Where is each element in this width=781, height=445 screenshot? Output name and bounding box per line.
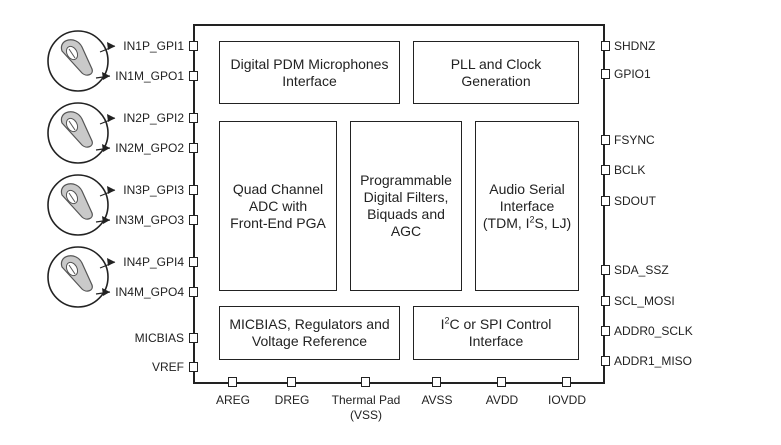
asi-line-3-a: (TDM, I — [482, 214, 530, 231]
left-pin-in2m-gpo2-label: IN2M_GPO2 — [115, 141, 184, 155]
bottom-pin-thermal-pad-vss-box — [361, 377, 370, 387]
left-pin-in1p-gpi1-box — [189, 41, 198, 51]
block-digital-filters: Programmable Digital Filters, Biquads an… — [350, 121, 462, 291]
microphone-4-arrow-m — [95, 288, 111, 296]
left-pin-in3p-gpi3-box — [189, 185, 198, 195]
left-pin-in1m-gpo1-box — [189, 71, 198, 81]
asi-line-2: Interface — [499, 197, 555, 214]
bottom-pin-dreg-label: DREG — [274, 393, 310, 407]
i2c-line-1-a: I — [440, 316, 445, 332]
left-pin-micbias-label: MICBIAS — [134, 331, 184, 345]
i2c-line-1-sup: 2 — [444, 315, 450, 326]
left-pin-in1p-gpi1-label: IN1P_GPI1 — [123, 39, 184, 53]
i2c-text: I2C or SPI Control Interface — [441, 316, 552, 350]
right-pin-sdout-label: SDOUT — [614, 194, 656, 208]
microphone-1-arrow-m — [95, 72, 111, 80]
left-pin-in2p-gpi2-label: IN2P_GPI2 — [123, 111, 184, 125]
right-pin-addr0-sclk-label: ADDR0_SCLK — [614, 324, 693, 338]
block-pdm-interface: Digital PDM Microphones Interface — [219, 41, 400, 104]
left-pin-in2p-gpi2-box — [189, 113, 198, 123]
bottom-pin-avss-box — [432, 377, 441, 387]
left-pin-in2m-gpo2-box — [189, 143, 198, 153]
microphone-1-icon — [47, 30, 109, 92]
microphone-3-arrow-p — [99, 186, 116, 197]
block-adc: Quad Channel ADC with Front-End PGA — [219, 121, 337, 291]
right-pin-shdnz-box — [601, 41, 610, 51]
right-pin-sda-ssz-label: SDA_SSZ — [614, 263, 669, 277]
left-pin-in4m-gpo4-label: IN4M_GPO4 — [115, 285, 184, 299]
right-pin-fsync-label: FSYNC — [614, 133, 655, 147]
microphone-1-arrow-p — [99, 42, 116, 53]
right-pin-sdout-box — [601, 196, 610, 206]
left-pin-micbias-box — [189, 333, 198, 343]
left-pin-in4p-gpi4-box — [189, 257, 198, 267]
microphone-2-arrow-p — [99, 114, 116, 125]
left-pin-in3p-gpi3-label: IN3P_GPI3 — [123, 183, 184, 197]
right-pin-bclk-box — [601, 165, 610, 175]
left-pin-in3m-gpo3-box — [189, 215, 198, 225]
bottom-pin-iovdd-label: IOVDD — [547, 393, 586, 407]
bottom-pin-thermal-pad-vss-label: Thermal Pad (VSS) — [331, 393, 401, 422]
right-pin-fsync-box — [601, 135, 610, 145]
right-pin-gpio1-box — [601, 69, 610, 79]
right-pin-scl-mosi-label: SCL_MOSI — [614, 294, 675, 308]
microphone-2-icon — [47, 102, 109, 164]
bottom-pin-areg-box — [228, 377, 237, 387]
microphone-3-icon — [47, 174, 109, 236]
microphone-3-arrow-m — [95, 216, 111, 224]
microphone-4-arrow-p — [99, 258, 116, 269]
asi-text: Audio Serial Interface (TDM, I2S, LJ) — [483, 181, 571, 232]
block-pll-clock: PLL and Clock Generation — [413, 41, 579, 104]
left-pin-in1m-gpo1-label: IN1M_GPO1 — [115, 69, 184, 83]
bottom-pin-avss-label: AVSS — [421, 393, 453, 407]
right-pin-sda-ssz-box — [601, 265, 610, 275]
left-pin-vref-label: VREF — [151, 360, 184, 374]
microphone-2-arrow-m — [95, 144, 111, 152]
bottom-pin-iovdd-box — [562, 377, 571, 387]
left-pin-in4p-gpi4-label: IN4P_GPI4 — [123, 255, 184, 269]
right-pin-addr0-sclk-box — [601, 326, 610, 336]
block-i2c-spi-control: I2C or SPI Control Interface — [413, 306, 579, 360]
right-pin-addr1-miso-label: ADDR1_MISO — [614, 354, 693, 368]
left-pin-vref-box — [189, 362, 198, 372]
microphone-4-icon — [47, 246, 109, 308]
left-pin-in4m-gpo4-box — [189, 287, 198, 297]
bottom-pin-avdd-box — [497, 377, 506, 387]
asi-line-3: (TDM, I2S, LJ) — [482, 213, 572, 232]
bottom-pin-dreg-box — [287, 377, 296, 387]
i2c-line-1: I2C or SPI Control — [441, 316, 552, 333]
bottom-pin-areg-label: AREG — [215, 393, 250, 407]
i2c-line-1-b: C or SPI Control — [449, 316, 552, 332]
right-pin-gpio1-label: GPIO1 — [614, 67, 651, 81]
bottom-pin-avdd-label: AVDD — [485, 393, 519, 407]
asi-line-3-sup: 2 — [529, 213, 535, 224]
i2c-line-2: Interface — [468, 333, 524, 349]
right-pin-shdnz-label: SHDNZ — [614, 39, 656, 53]
right-pin-bclk-label: BCLK — [614, 163, 646, 177]
asi-line-1: Audio Serial — [489, 180, 565, 197]
right-pin-addr1-miso-box — [601, 356, 610, 366]
left-pin-in3m-gpo3-label: IN3M_GPO3 — [115, 213, 184, 227]
right-pin-scl-mosi-box — [601, 296, 610, 306]
asi-line-3-b: S, LJ) — [534, 214, 572, 231]
block-audio-serial-interface: Audio Serial Interface (TDM, I2S, LJ) — [475, 121, 579, 291]
block-micbias-regulators: MICBIAS, Regulators and Voltage Referenc… — [219, 306, 400, 360]
